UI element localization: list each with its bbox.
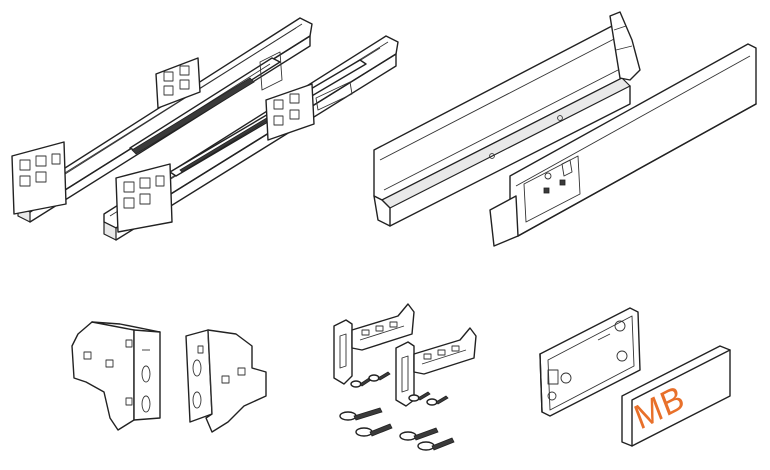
small-screw-3	[408, 391, 431, 402]
drawer-side-wall-right	[489, 43, 757, 247]
back-connector-left	[333, 303, 415, 385]
large-screw-2	[355, 423, 393, 437]
small-screw-4	[426, 395, 449, 406]
large-screw-4	[417, 437, 455, 451]
drawer-runner-left	[11, 17, 313, 223]
large-screw-1	[339, 407, 383, 421]
small-screw-2	[368, 371, 391, 382]
large-screw-3	[399, 427, 439, 441]
screws	[339, 371, 455, 451]
front-fixing-bracket-left	[71, 321, 161, 431]
back-connector-right	[395, 327, 477, 407]
cover-cap-plate	[539, 307, 641, 417]
drawer-runner-right	[103, 35, 399, 241]
drawer-side-wall-left	[373, 11, 641, 227]
front-fixing-bracket-right	[185, 329, 267, 433]
